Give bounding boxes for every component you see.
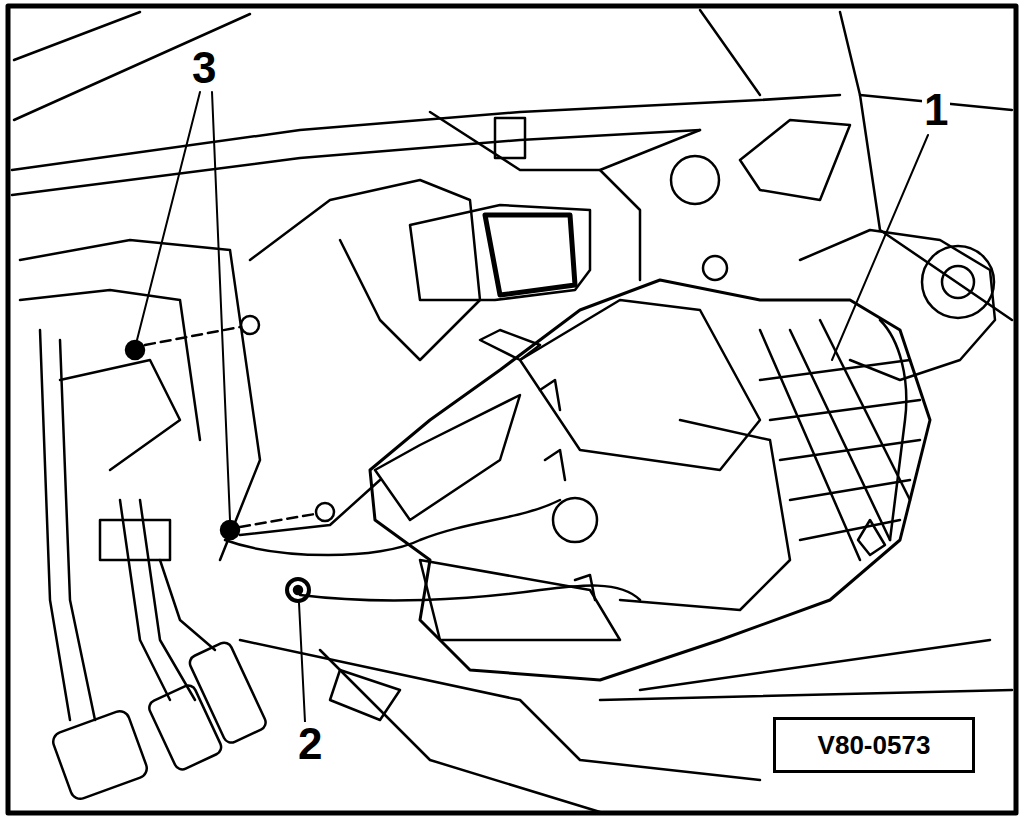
callout-number: 3	[190, 46, 218, 90]
blower-motor	[800, 230, 995, 540]
figure-reference-box: V80-0573	[773, 717, 975, 773]
heater-box	[370, 280, 930, 680]
dashboard-outline	[12, 10, 1012, 560]
fastening-bolts	[126, 316, 334, 601]
wiring-harness	[225, 480, 640, 600]
callout-number: 1	[922, 88, 950, 132]
callout-number: 2	[296, 722, 324, 766]
picture-frame	[8, 6, 1016, 813]
air-duct	[410, 205, 590, 300]
pedal-cluster	[40, 330, 1012, 812]
leader-lines	[137, 92, 928, 722]
figure-number: V80-0573	[818, 730, 931, 761]
